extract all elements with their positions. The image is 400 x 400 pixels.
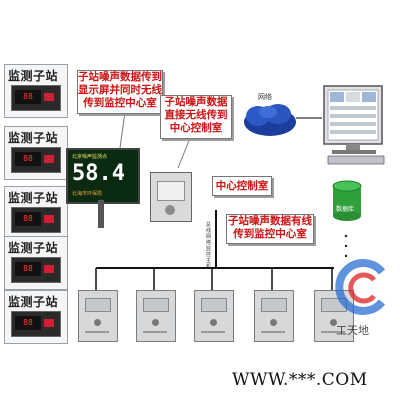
watermark-logo (335, 259, 386, 315)
wireless-station-box (150, 172, 192, 222)
display-footer: 北海市环保局 (72, 191, 103, 197)
database-label: 数据库 (336, 206, 355, 213)
footer-url: WWW.***.COM (232, 370, 368, 390)
network-label: 网络 (258, 93, 272, 101)
station-display-panel: 88 (11, 85, 61, 111)
wired-station-device-4 (254, 290, 294, 342)
watermark-text: 工天地 (336, 324, 369, 337)
monitoring-station-3: 监测子站 88 (4, 186, 68, 240)
station-title: 监测子站 (8, 241, 59, 255)
led-display-board: 北京噪声监测点 58.4 北海市环保局 (66, 148, 140, 204)
display-header: 北京噪声监测点 (72, 154, 108, 160)
station-title: 监测子站 (8, 69, 59, 83)
network-cloud-icon (244, 104, 296, 136)
monitoring-station-5: 监测子站 88 (4, 290, 68, 344)
station-title: 监测子站 (8, 191, 59, 205)
wired-station-device-3 (194, 290, 234, 342)
computer-icon (323, 85, 385, 165)
station-display-panel: 88 (11, 311, 61, 337)
station-display-panel: 88 (11, 257, 61, 283)
wired-station-device-1 (78, 290, 118, 342)
wired-station-device-2 (136, 290, 176, 342)
monitoring-station-2: 监测子站 88 (4, 126, 68, 180)
callout-direct-wireless: 子站噪声数据 直接无线传到 中心控制室 (160, 95, 232, 139)
station-display-panel: 88 (11, 207, 61, 233)
station-display-panel: 88 (11, 147, 61, 173)
station-title: 监测子站 (8, 131, 59, 145)
monitoring-station-1: 监测子站 88 (4, 64, 68, 118)
noise-value: 58.4 (72, 161, 125, 186)
bus-label: 总线网络监控主机 (206, 222, 212, 270)
callout-control-center: 中心控制室 (212, 176, 272, 196)
callout-display-wireless: 子站噪声数据传到 显示屏并同时无线 传到监控中心室 (77, 70, 163, 114)
monitoring-station-4: 监测子站 88 (4, 236, 68, 290)
display-pole (98, 200, 104, 228)
database-icon (332, 180, 362, 221)
callout-wired: 子站噪声数据有线 传到监控中心室 (226, 214, 314, 244)
station-title: 监测子站 (8, 295, 59, 309)
